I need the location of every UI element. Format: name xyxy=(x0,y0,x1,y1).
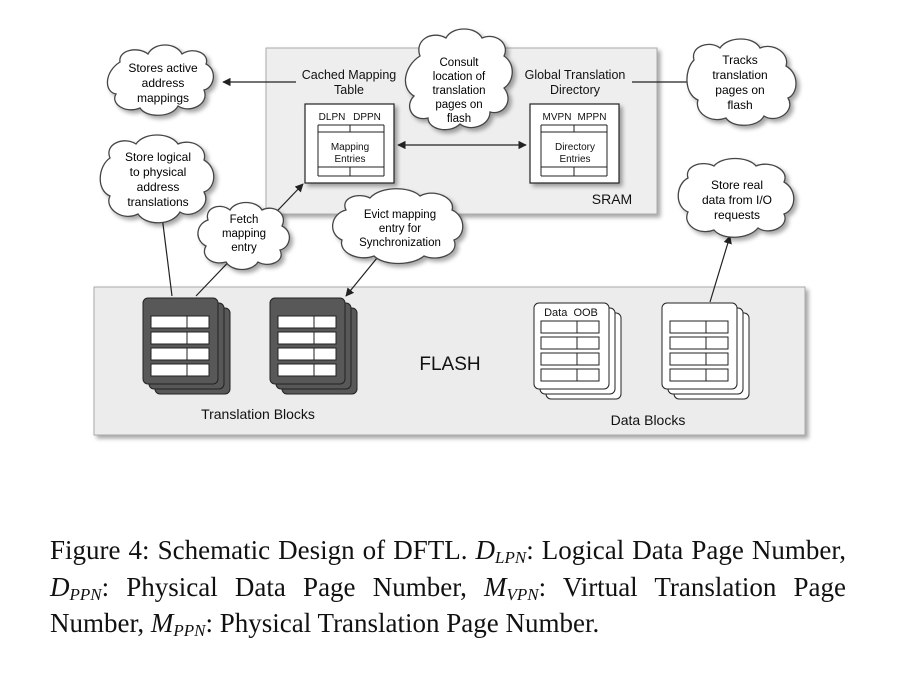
cloud-tracks-1: Tracks xyxy=(722,53,758,67)
data-blocks-label: Data Blocks xyxy=(611,412,686,428)
cloud-fetch-3: entry xyxy=(231,242,257,254)
gtd-col-mvpn: MVPN xyxy=(543,112,572,123)
translation-block-stack-2 xyxy=(269,297,358,395)
cmt-entries-1: Mapping xyxy=(331,142,369,153)
cloud-consult-5: flash xyxy=(447,113,471,125)
data-block-stack-2 xyxy=(661,302,750,400)
cloud-store-logical: Store logical to physical address transl… xyxy=(99,134,215,224)
gtd-title-2: Directory xyxy=(550,83,601,97)
gtd-entries-2: Entries xyxy=(559,154,590,165)
caption-prefix: Figure 4: Schematic Design of DFTL. xyxy=(50,535,468,565)
cmt-col-dppn: DPPN xyxy=(353,112,381,123)
caption-dppn: : Physical Data Page Number, xyxy=(101,571,467,602)
caption-mppn: : Physical Translation Page Number. xyxy=(205,608,600,638)
cloud-real-2: data from I/O xyxy=(702,193,772,207)
figure-caption: Figure 4: Schematic Design of DFTL. DLPN… xyxy=(50,535,847,640)
flash-label: FLASH xyxy=(419,354,480,375)
cloud-fetch-2: mapping xyxy=(222,228,266,240)
cloud-evict-3: Synchronization xyxy=(359,237,441,249)
data-block-stack-1: Data OOB xyxy=(533,302,622,400)
cloud-evict-1: Evict mapping xyxy=(364,209,436,221)
cmt-col-dlpn: DLPN xyxy=(319,112,346,123)
arrow-data-to-real xyxy=(709,235,732,303)
cloud-logical-2: to physical xyxy=(130,165,187,179)
global-translation-directory: Global Translation Directory MVPN MPPN D… xyxy=(525,68,626,184)
cloud-tracks: Tracks translation pages on flash xyxy=(686,38,797,126)
cmt-title-2: Table xyxy=(334,83,364,97)
cloud-active-3: mappings xyxy=(137,91,189,105)
cloud-logical-3: address xyxy=(137,180,180,194)
data-oob-header: Data OOB xyxy=(544,307,598,319)
cloud-consult-4: pages on xyxy=(435,99,482,111)
cloud-tracks-3: pages on xyxy=(715,83,764,97)
cloud-active-2: address xyxy=(142,76,185,90)
cloud-logical-1: Store logical xyxy=(125,150,191,164)
cloud-consult-2: location of xyxy=(433,71,486,83)
cloud-fetch: Fetch mapping entry xyxy=(197,201,290,271)
gtd-col-mppn: MPPN xyxy=(578,112,607,123)
gtd-title-1: Global Translation xyxy=(525,68,626,82)
cloud-consult: Consult location of translation pages on… xyxy=(404,28,513,131)
caption-dlpn: : Logical Data Page Number, xyxy=(526,535,847,565)
cloud-stores-active: Stores active address mappings xyxy=(106,44,214,116)
gtd-entries-1: Directory xyxy=(555,142,595,153)
cloud-evict: Evict mapping entry for Synchronization xyxy=(332,188,464,265)
caption-mvpn: : Vir­tual Translation Page Number, xyxy=(50,571,847,639)
cloud-consult-1: Consult xyxy=(440,57,480,69)
cloud-real-3: requests xyxy=(714,208,760,222)
translation-block-stack-1 xyxy=(142,297,231,395)
cloud-evict-2: entry for xyxy=(379,223,421,235)
cloud-store-real: Store real data from I/O requests xyxy=(677,157,795,238)
cloud-real-1: Store real xyxy=(711,178,763,192)
translation-blocks-label: Translation Blocks xyxy=(201,406,315,422)
cmt-title-1: Cached Mapping xyxy=(302,68,397,82)
cmt-entries-2: Entries xyxy=(334,154,365,165)
cloud-consult-3: translation xyxy=(432,85,485,97)
cloud-tracks-2: translation xyxy=(712,68,767,82)
cloud-fetch-1: Fetch xyxy=(230,214,259,226)
cloud-active-1: Stores active xyxy=(128,61,198,75)
sram-label: SRAM xyxy=(592,191,632,207)
cached-mapping-table: Cached Mapping Table DLPN DPPN Mapping E… xyxy=(302,68,397,184)
cloud-tracks-4: flash xyxy=(727,98,752,112)
cloud-logical-4: translations xyxy=(127,195,188,209)
